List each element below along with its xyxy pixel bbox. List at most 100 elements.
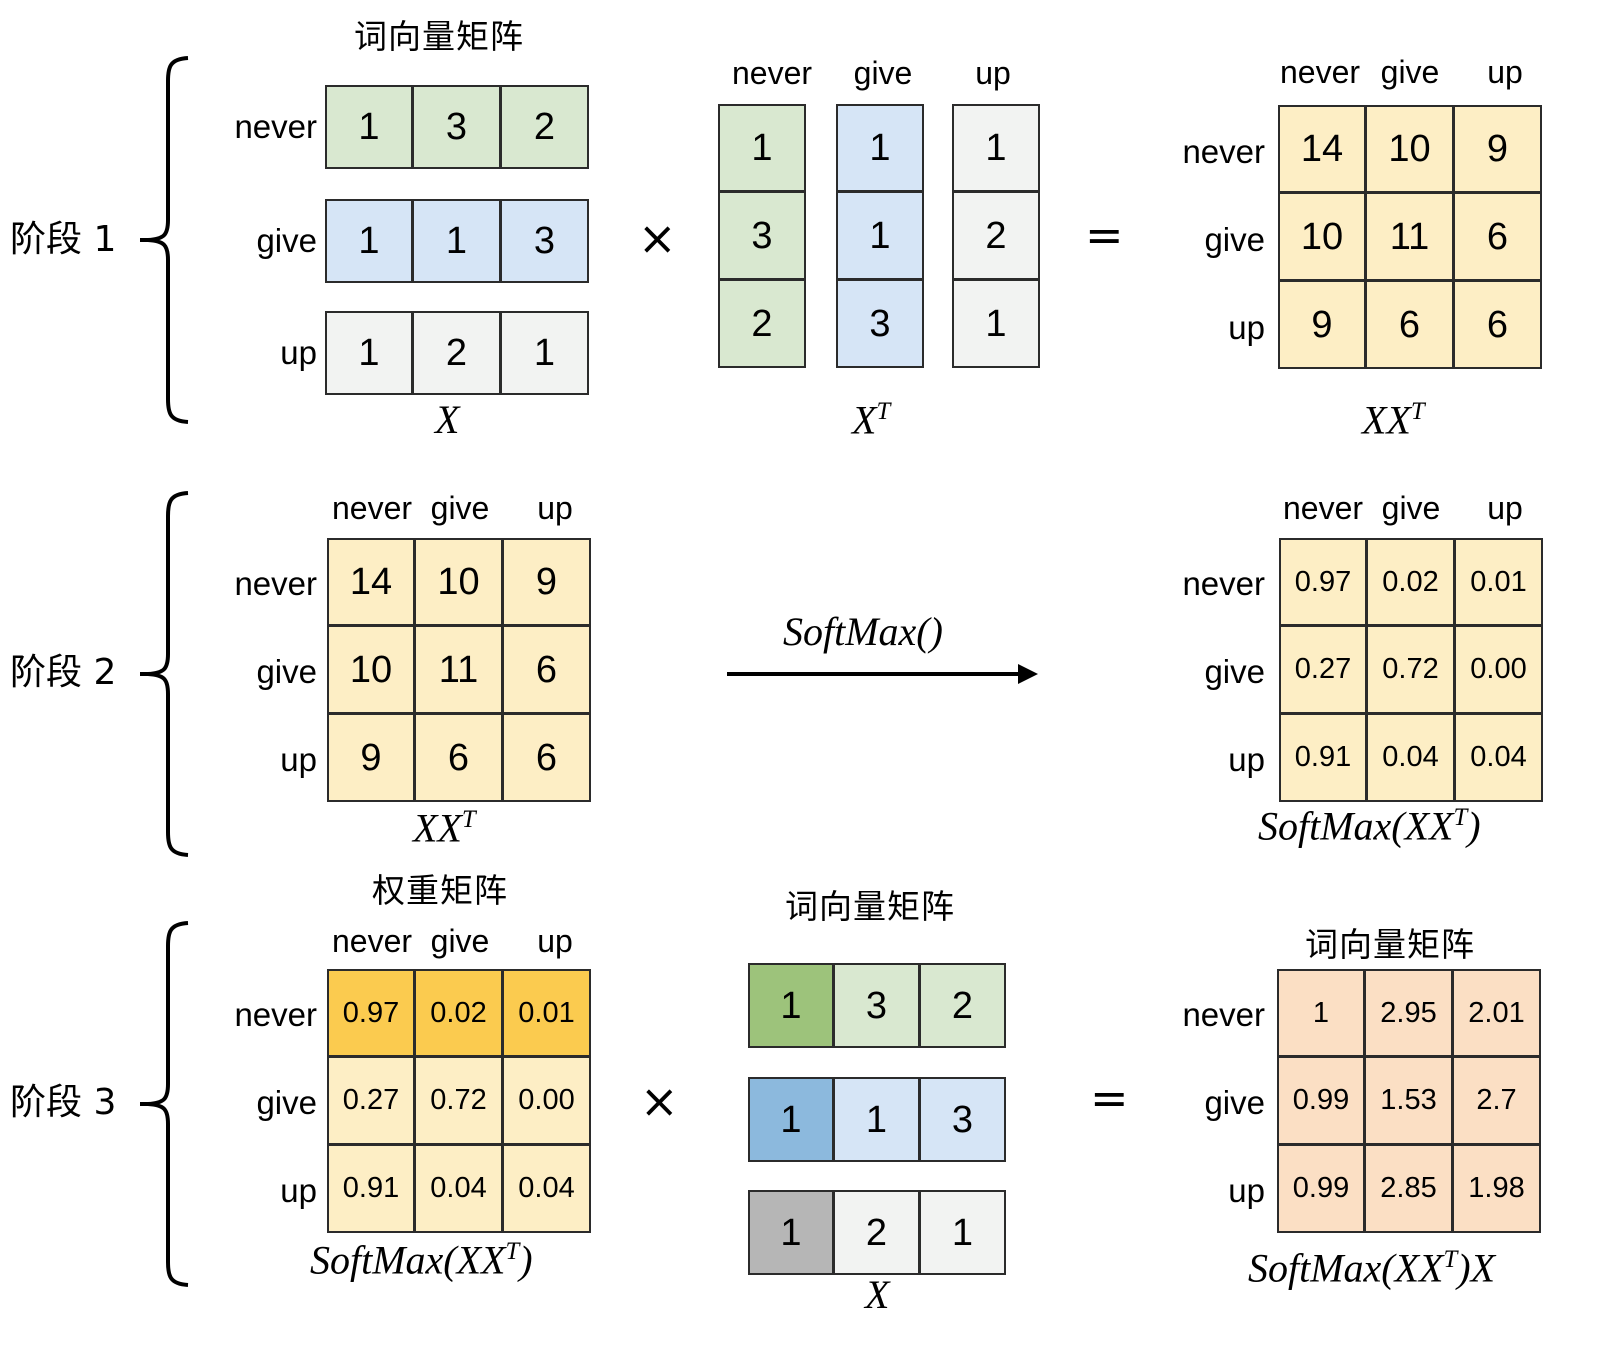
stage3-result-row-label-never: never xyxy=(1182,996,1265,1033)
matrix-cell: 1 xyxy=(1277,969,1365,1057)
matrix-row: 0.99 2.85 1.98 xyxy=(1277,1145,1541,1233)
matrix-cell: 1 xyxy=(834,1077,920,1162)
stage1-x-row-label-give: give xyxy=(256,222,317,259)
stage1-xxt-col-label-never: never xyxy=(1279,54,1361,90)
stage1-x-row-2: 1 2 1 xyxy=(325,311,589,395)
matrix-cell: 1 xyxy=(920,1190,1006,1275)
matrix-cell: 9 xyxy=(1454,105,1542,193)
matrix-cell: 1 xyxy=(748,1190,834,1275)
stage2-softmax-row-label-never: never xyxy=(1182,565,1265,602)
stage3-times-operator: × xyxy=(640,1074,679,1128)
matrix-cell: 6 xyxy=(503,714,591,802)
stage2-softmax-caption-sup: T xyxy=(1453,804,1468,831)
matrix-cell: 2.85 xyxy=(1365,1145,1453,1233)
matrix-row: 0.91 0.04 0.04 xyxy=(1279,714,1543,802)
stage3-weight-col-label-up: up xyxy=(537,923,573,959)
matrix-cell: 10 xyxy=(327,626,415,714)
matrix-cell: 1 xyxy=(748,963,834,1048)
matrix-cell: 6 xyxy=(415,714,503,802)
matrix-cell: 1 xyxy=(501,311,589,395)
stage1-xxt-col-label-give: give xyxy=(1380,54,1440,90)
stage2-xxt-row-label-give: give xyxy=(256,653,317,690)
stage1-xxt-row-label-give: give xyxy=(1204,221,1265,258)
matrix-cell: 1 xyxy=(836,104,924,192)
matrix-cell: 0.72 xyxy=(415,1057,503,1145)
stage3-weight-caption: SoftMax(XXT) xyxy=(310,1237,533,1283)
stage1-x-row-label-never: never xyxy=(234,108,317,145)
stage-3-label: 阶段 3 xyxy=(10,1082,117,1123)
matrix-cell: 0.04 xyxy=(415,1145,503,1233)
stage3-x-row-0: 1 3 2 xyxy=(748,963,1006,1048)
stage3-result-title: 词向量矩阵 xyxy=(1305,925,1475,964)
matrix-cell: 11 xyxy=(1366,193,1454,281)
matrix-cell: 0.99 xyxy=(1277,1057,1365,1145)
stage1-equals-operator: = xyxy=(1085,208,1124,262)
matrix-cell: 1 xyxy=(748,1077,834,1162)
stage-3-brace xyxy=(140,921,189,1287)
matrix-cell: 3 xyxy=(834,963,920,1048)
stage2-softmax-row-label-up: up xyxy=(1228,741,1265,778)
stage1-xxt-col-label-up: up xyxy=(1487,54,1523,90)
stage1-xxt-caption: XXT xyxy=(1362,397,1425,443)
matrix-cell: 2 xyxy=(718,280,806,368)
matrix-cell: 0.00 xyxy=(503,1057,591,1145)
stage2-xxt-row-label-never: never xyxy=(234,565,317,602)
matrix-cell: 2 xyxy=(501,85,589,169)
matrix-cell: 2 xyxy=(920,963,1006,1048)
matrix-cell: 10 xyxy=(1366,105,1454,193)
matrix-cell: 1.98 xyxy=(1453,1145,1541,1233)
stage3-x-row-2: 1 2 1 xyxy=(748,1190,1006,1275)
matrix-cell: 3 xyxy=(920,1077,1006,1162)
softmax-arrow-head xyxy=(1018,664,1038,684)
matrix-row: 14 10 9 xyxy=(327,538,591,626)
matrix-cell: 1 xyxy=(325,85,413,169)
matrix-cell: 2.7 xyxy=(1453,1057,1541,1145)
stage1-xxt-row-label-up: up xyxy=(1228,309,1265,346)
stage3-x-row-1: 1 1 3 xyxy=(748,1077,1006,1162)
matrix-row: 10 11 6 xyxy=(327,626,591,714)
matrix-cell: 0.91 xyxy=(1279,714,1367,802)
matrix-cell: 0.00 xyxy=(1455,626,1543,714)
stage3-result-row-label-up: up xyxy=(1228,1172,1265,1209)
matrix-cell: 6 xyxy=(1454,193,1542,281)
matrix-cell: 2 xyxy=(413,311,501,395)
matrix-cell: 0.01 xyxy=(503,969,591,1057)
stage1-xt-caption-sup: T xyxy=(876,398,891,425)
stage3-result-caption: SoftMax(XXT)X xyxy=(1248,1245,1496,1291)
stage-2-brace xyxy=(140,491,189,857)
stage3-result-caption-post: )X xyxy=(1457,1245,1496,1291)
matrix-cell: 3 xyxy=(413,85,501,169)
stage2-softmax-col-label-give: give xyxy=(1381,490,1441,526)
stage3-weight-caption-sup: T xyxy=(505,1238,520,1265)
stage2-softmax-col-label-up: up xyxy=(1487,490,1523,526)
stage2-xxt-col-label-never: never xyxy=(331,490,413,526)
stage1-xxt-row-label-never: never xyxy=(1182,133,1265,170)
stage2-softmax-row-label-give: give xyxy=(1204,653,1265,690)
stage1-xxt-caption-sup: T xyxy=(1410,398,1425,425)
stage3-weight-matrix: 0.97 0.02 0.01 0.27 0.72 0.00 0.91 0.04 … xyxy=(327,969,591,1233)
stage3-weight-col-label-give: give xyxy=(430,923,490,959)
stage2-softmax-caption: SoftMax(XXT) xyxy=(1258,804,1481,846)
stage1-x-caption: X xyxy=(435,400,459,440)
stage2-xxt-matrix: 14 10 9 10 11 6 9 6 6 xyxy=(327,538,591,802)
stage3-weight-row-label-up: up xyxy=(280,1172,317,1209)
stage1-xxt-caption-b: X xyxy=(1386,397,1411,443)
matrix-row: 9 6 6 xyxy=(1278,281,1542,369)
matrix-cell: 9 xyxy=(503,538,591,626)
matrix-cell: 1 xyxy=(325,199,413,283)
stage3-weight-row-label-give: give xyxy=(256,1084,317,1121)
matrix-cell: 0.27 xyxy=(1279,626,1367,714)
matrix-cell: 2 xyxy=(952,192,1040,280)
matrix-cell: 0.04 xyxy=(1367,714,1455,802)
stage1-xt-col-0: 1 3 2 xyxy=(718,104,806,368)
stage2-xxt-row-label-up: up xyxy=(280,741,317,778)
stage3-result-caption-sup: T xyxy=(1443,1246,1458,1273)
stage3-result-matrix: 1 2.95 2.01 0.99 1.53 2.7 0.99 2.85 1.98 xyxy=(1277,969,1541,1233)
stage1-x-row-0: 1 3 2 xyxy=(325,85,589,169)
softmax-arrow-line xyxy=(727,672,1022,676)
matrix-cell: 0.97 xyxy=(327,969,415,1057)
stage3-result-caption-pre: SoftMax(XX xyxy=(1248,1245,1444,1291)
stage3-weight-caption-pre: SoftMax(XX xyxy=(310,1237,506,1283)
stage3-weight-caption-post: ) xyxy=(519,1237,533,1283)
matrix-cell: 1 xyxy=(413,199,501,283)
